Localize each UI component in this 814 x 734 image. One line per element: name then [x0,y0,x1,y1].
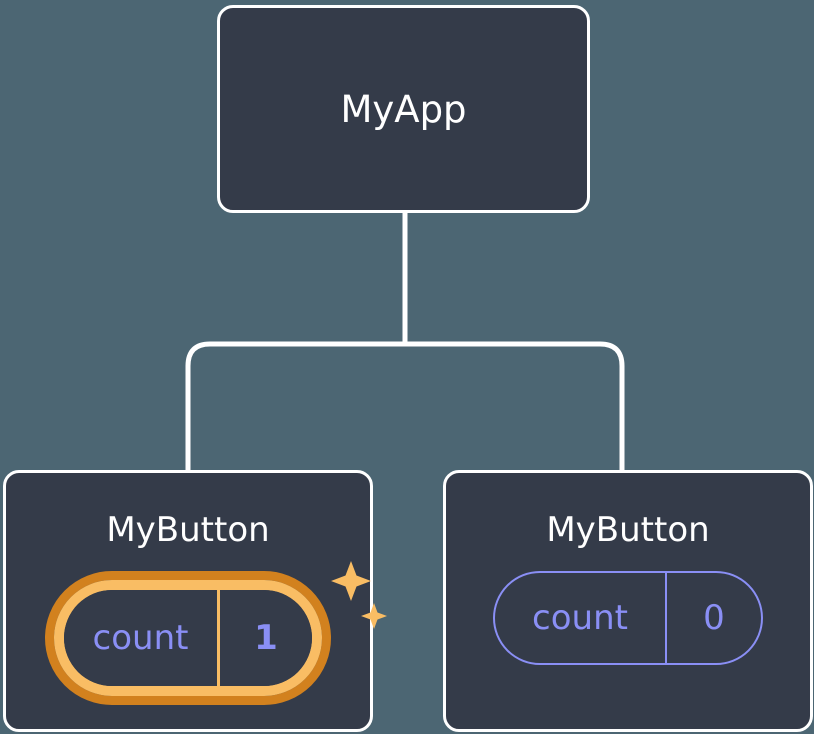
node-myapp-title: MyApp [340,87,467,131]
state-pill-right-key: count [532,598,628,638]
state-pill-right[interactable]: count 0 [493,571,763,665]
node-mybutton-left[interactable]: MyButton count 1 [3,470,387,732]
state-pill-left[interactable]: count 1 [64,590,312,686]
state-pill-left-value: 1 [217,590,312,686]
state-pill-right-value: 0 [665,573,761,663]
node-mybutton-left-title: MyButton [106,510,270,550]
node-myapp[interactable]: MyApp [217,5,590,213]
state-pill-highlight-ring-outer: count 1 [45,571,331,705]
state-pill-right-wrapper: count 0 [493,571,763,665]
sparkle-small-icon [361,603,387,629]
node-mybutton-right-title: MyButton [546,510,710,550]
state-pill-highlight-ring-inner: count 1 [54,580,322,696]
state-pill-left-wrapper: count 1 [45,561,387,705]
connector-branch-bar [185,341,625,490]
state-pill-left-key: count [92,618,189,658]
sparkle-group [331,561,387,629]
node-mybutton-right[interactable]: MyButton count 0 [443,470,813,732]
sparkle-large-icon [331,561,371,601]
